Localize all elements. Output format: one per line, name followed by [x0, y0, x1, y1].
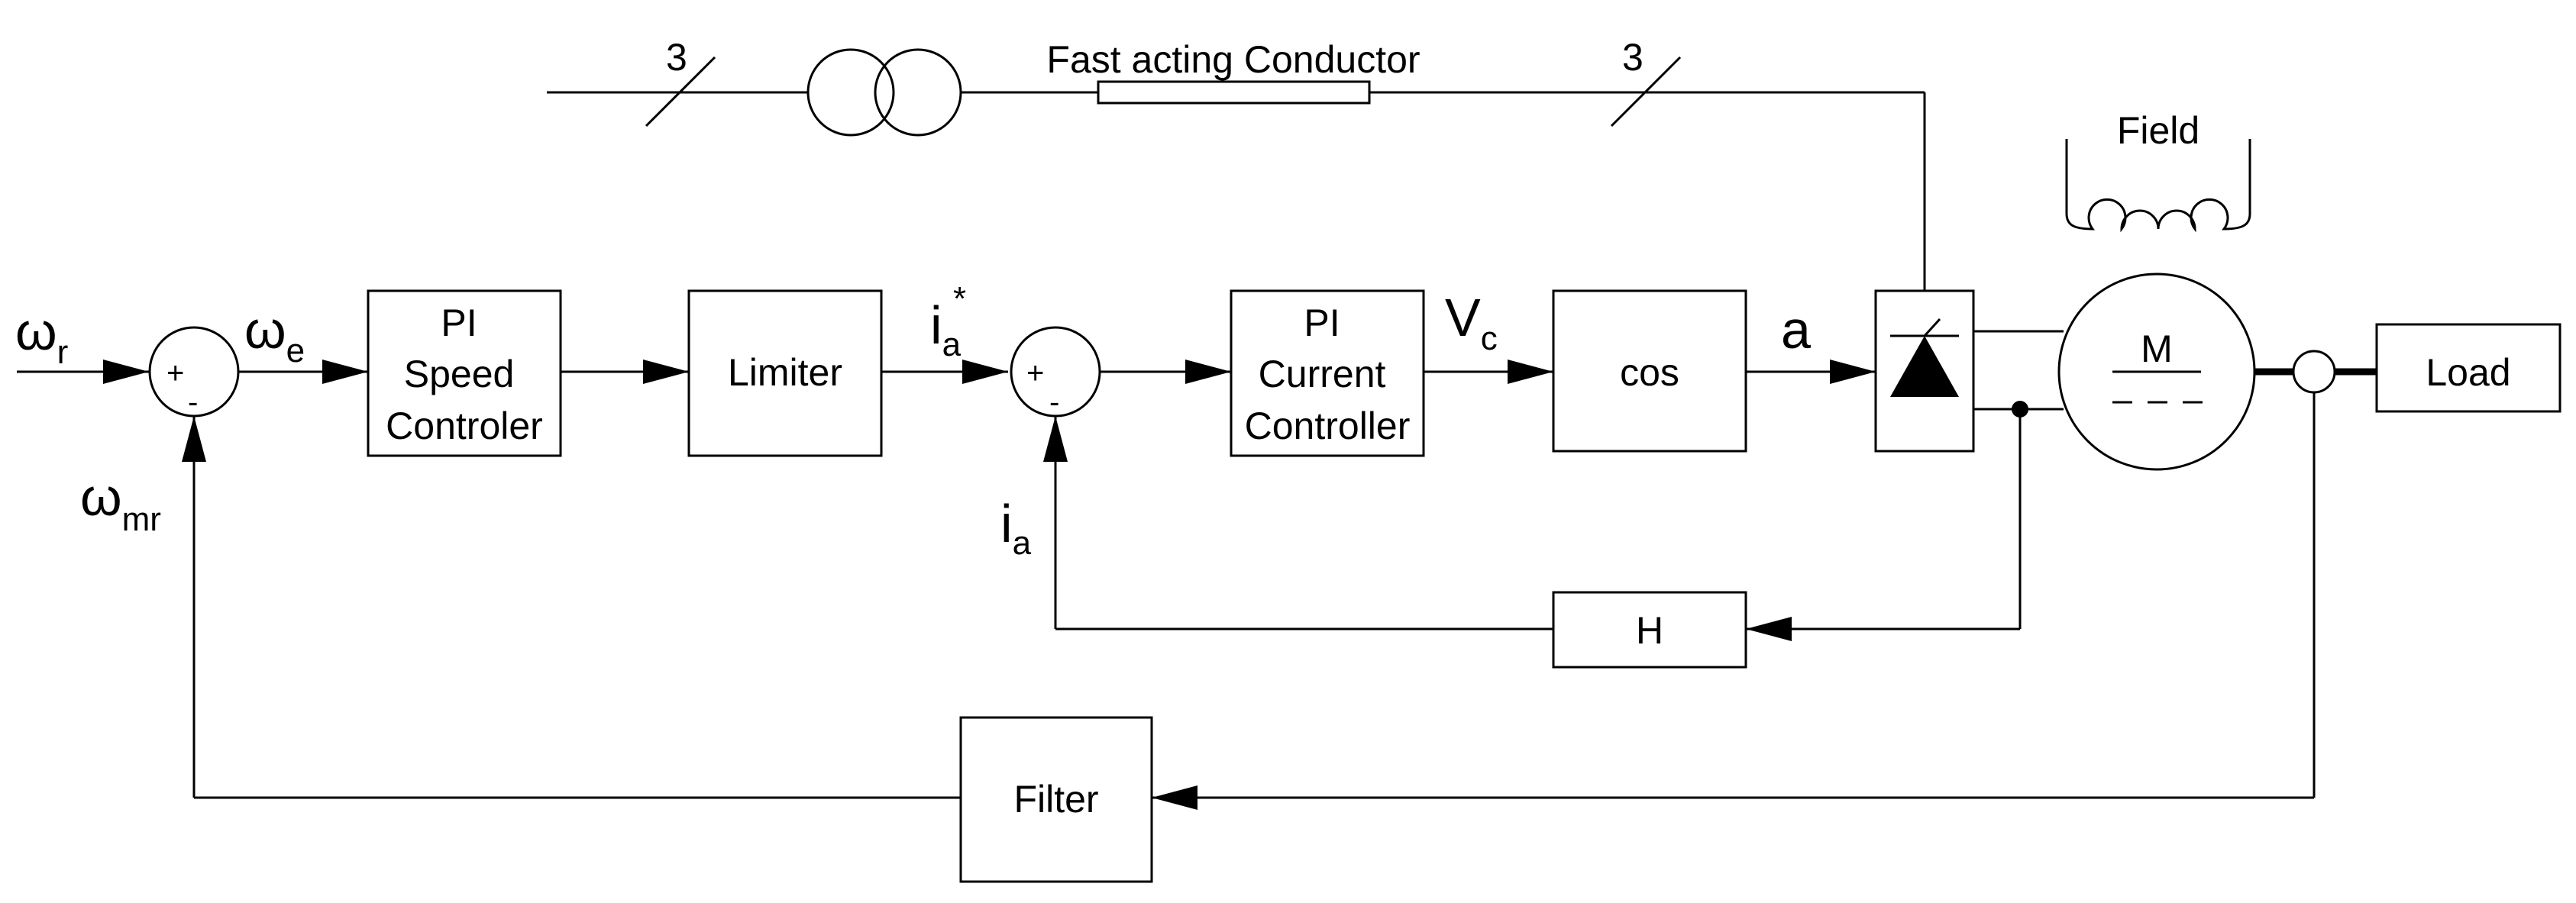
- transformer-icon: [806, 48, 962, 137]
- pi-speed-controller-label: PI Speed Controler: [386, 302, 543, 447]
- load-block: [2375, 323, 2561, 413]
- filter-block: [959, 716, 1153, 883]
- phase-count-right: 3: [1622, 36, 1644, 79]
- thyristor-icon: [1890, 318, 1959, 397]
- field-label: Field: [2117, 109, 2199, 152]
- omega-e-label: ωe: [244, 300, 305, 369]
- phase-count-left: 3: [666, 36, 687, 79]
- speed-sensor-icon: [2292, 350, 2336, 394]
- pi-speed-controller-block: [367, 289, 562, 457]
- current-sum-minus: -: [1049, 385, 1059, 419]
- load-label: Load: [2426, 351, 2510, 394]
- limiter-label: Limiter: [728, 351, 842, 394]
- omega-r-label: ωr: [15, 302, 68, 371]
- limiter-block: [687, 289, 883, 457]
- speed-sum-minus: -: [188, 385, 198, 419]
- current-sum-plus: +: [1026, 356, 1044, 390]
- ia-star-label: ia*: [930, 280, 966, 363]
- pi-current-controller-block: [1230, 289, 1425, 457]
- phase-slash-right: [1610, 56, 1682, 127]
- filter-label: Filter: [1013, 778, 1098, 821]
- conductor-label: Fast acting Conductor: [1046, 38, 1420, 81]
- alpha-label: a: [1781, 300, 1811, 360]
- omega-mr-label: ωmr: [80, 467, 161, 538]
- cos-label: cos: [1620, 351, 1679, 394]
- phase-slash-left: [645, 56, 716, 127]
- conductor-fuse-icon: [1097, 80, 1371, 105]
- motor-label: M: [2141, 327, 2173, 370]
- field-coil-icon: [2065, 139, 2251, 233]
- h-block: [1552, 591, 1747, 669]
- cos-block: [1552, 289, 1747, 453]
- pi-current-controller-label: PI Current Controller: [1245, 302, 1411, 447]
- ia-label: ia: [1000, 494, 1032, 562]
- supply-line: [547, 91, 1926, 291]
- speed-sum-plus: +: [166, 356, 184, 390]
- vc-label: Vc: [1445, 288, 1498, 357]
- h-label: H: [1636, 609, 1663, 652]
